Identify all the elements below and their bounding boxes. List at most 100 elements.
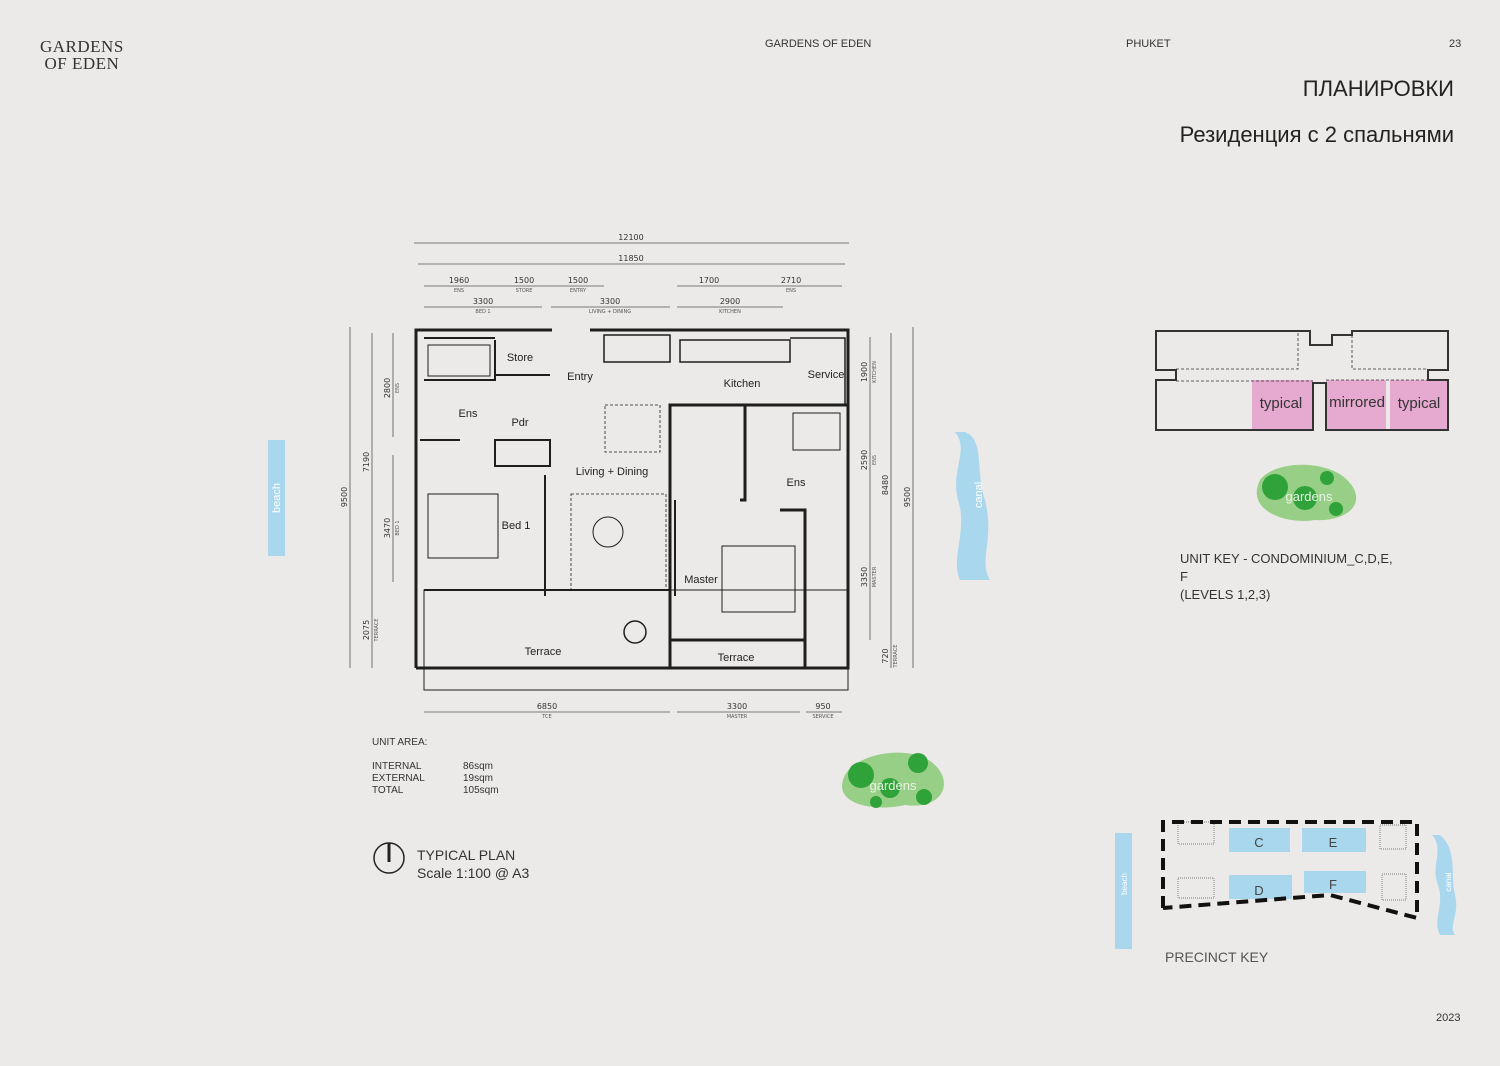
gardens-label: gardens <box>1286 489 1333 504</box>
footer-year: 2023 <box>1436 1012 1461 1024</box>
dimension-lines <box>349 242 914 713</box>
unit-key-mirrored-label: mirrored <box>1329 394 1385 411</box>
dim-value: 3300 <box>600 297 620 306</box>
dim-overall-width: 12100 <box>618 233 643 242</box>
gardens-icon: gardens <box>842 752 944 808</box>
dim-value: 950 <box>815 702 830 711</box>
gardens-label: gardens <box>870 778 917 793</box>
plan-caption-title: TYPICAL PLAN <box>417 847 516 863</box>
unit-area-title: UNIT AREA: <box>372 737 428 748</box>
dim-label: MASTER <box>727 714 748 720</box>
dim-label: ENS <box>395 383 401 393</box>
dim-value: 3470 <box>383 518 392 538</box>
beach-label: beach <box>1120 873 1129 895</box>
canal-label: canal <box>1444 872 1453 891</box>
room-label-pdr: Pdr <box>511 417 528 429</box>
dim-value: 1700 <box>699 276 719 285</box>
dim-label: ENS <box>454 288 464 294</box>
block-label-d: D <box>1254 883 1263 898</box>
room-label-terrace: Terrace <box>525 646 562 658</box>
canal-label: canal <box>973 482 985 508</box>
unit-key-typical-label: typical <box>1398 395 1441 412</box>
unit-area-label: EXTERNAL <box>372 773 425 784</box>
room-label-kitchen: Kitchen <box>724 378 761 390</box>
dim-label: KITCHEN <box>719 309 741 315</box>
dim-value: 8480 <box>881 475 890 495</box>
unit-area-value: 19sqm <box>463 773 494 784</box>
unit-area-value: 86sqm <box>463 761 494 772</box>
unit-area-label: TOTAL <box>372 785 404 796</box>
room-label-ens: Ens <box>787 477 806 489</box>
unit-area-labels: INTERNAL EXTERNAL TOTAL <box>372 761 425 797</box>
dim-inner-width: 11850 <box>618 254 643 263</box>
precinct-key-title: PRECINCT KEY <box>1165 949 1269 965</box>
room-label-store: Store <box>507 352 533 364</box>
dim-value: 9500 <box>340 487 349 507</box>
block-label-c: C <box>1254 835 1263 850</box>
dim-value: 7190 <box>362 452 371 472</box>
beach-strip <box>268 440 285 556</box>
dim-value: 2590 <box>860 450 869 470</box>
dim-value: 2800 <box>383 378 392 398</box>
unit-area-value: 105sqm <box>463 785 499 796</box>
dim-label: TERRACE <box>893 645 899 669</box>
dim-value: 3300 <box>473 297 493 306</box>
dim-value: 2900 <box>720 297 740 306</box>
logo-line-2: OF EDEN <box>44 54 120 73</box>
room-label-bed1: Bed 1 <box>502 520 531 532</box>
room-label-master: Master <box>684 574 718 586</box>
dim-label: STORE <box>516 288 533 294</box>
room-labels: Store Entry Kitchen Service Ens Pdr Livi… <box>459 352 845 664</box>
room-label-entry: Entry <box>567 371 593 383</box>
dim-label: BED 1 <box>475 309 490 315</box>
unit-walls <box>414 328 850 691</box>
dim-value: 3300 <box>727 702 747 711</box>
block-label-e: E <box>1329 835 1338 850</box>
dim-value: 1900 <box>860 362 869 382</box>
dim-label: ENS <box>872 455 878 465</box>
section-title: ПЛАНИРОВКИ <box>1302 76 1454 101</box>
dim-label: TERRACE <box>374 619 380 643</box>
canal-shape <box>955 432 990 580</box>
dim-label: MASTER <box>872 566 878 587</box>
beach-label: beach <box>271 483 283 513</box>
dim-value: 1500 <box>514 276 534 285</box>
dim-value: 9500 <box>903 487 912 507</box>
dim-label: SERVICE <box>812 714 833 720</box>
room-label-service: Service <box>808 369 845 381</box>
dim-value: 2075 <box>362 620 371 640</box>
dim-value: 6850 <box>537 702 557 711</box>
unit-key-line: F <box>1180 569 1188 584</box>
unit-key-typical-label: typical <box>1260 395 1303 412</box>
north-arrow-icon <box>373 842 405 874</box>
dim-value: 1500 <box>568 276 588 285</box>
logo-line-1: GARDENS <box>40 37 124 56</box>
unit-area-label: INTERNAL <box>372 761 422 772</box>
dim-value: 1960 <box>449 276 469 285</box>
dim-value: 720 <box>881 648 890 663</box>
location: PHUKET <box>1126 38 1171 50</box>
unit-area-values: 86sqm 19sqm 105sqm <box>463 761 499 797</box>
dim-value: 2710 <box>781 276 801 285</box>
dim-label: BED 1 <box>395 520 401 535</box>
plan-caption-scale: Scale 1:100 @ A3 <box>417 865 530 881</box>
logo: GARDENS OF EDEN <box>40 38 124 72</box>
plan-caption: TYPICAL PLAN Scale 1:100 @ A3 <box>417 846 529 882</box>
unit-key-line: (LEVELS 1,2,3) <box>1180 587 1271 602</box>
room-label-terrace: Terrace <box>718 652 755 664</box>
unit-key-line: UNIT KEY - CONDOMINIUM_C,D,E, <box>1180 551 1393 566</box>
unit-key-diagram: typical mirrored typical <box>1155 330 1449 431</box>
precinct-key-map: beach canal C E D F <box>1115 820 1457 949</box>
room-label-ens: Ens <box>459 408 478 420</box>
unit-key-caption: UNIT KEY - CONDOMINIUM_C,D,E, F (LEVELS … <box>1180 550 1393 604</box>
page-number: 23 <box>1449 38 1462 50</box>
dim-label: ENTRY <box>570 288 587 294</box>
block-label-f: F <box>1329 877 1337 892</box>
dim-label: ENS <box>786 288 796 294</box>
project-name: GARDENS OF EDEN <box>765 38 872 50</box>
gardens-icon: gardens <box>1256 464 1357 521</box>
dim-label: LIVING + DINING <box>589 309 631 315</box>
dim-label: KITCHEN <box>872 361 878 383</box>
page-subtitle: Резиденция с 2 спальнями <box>1179 122 1454 147</box>
